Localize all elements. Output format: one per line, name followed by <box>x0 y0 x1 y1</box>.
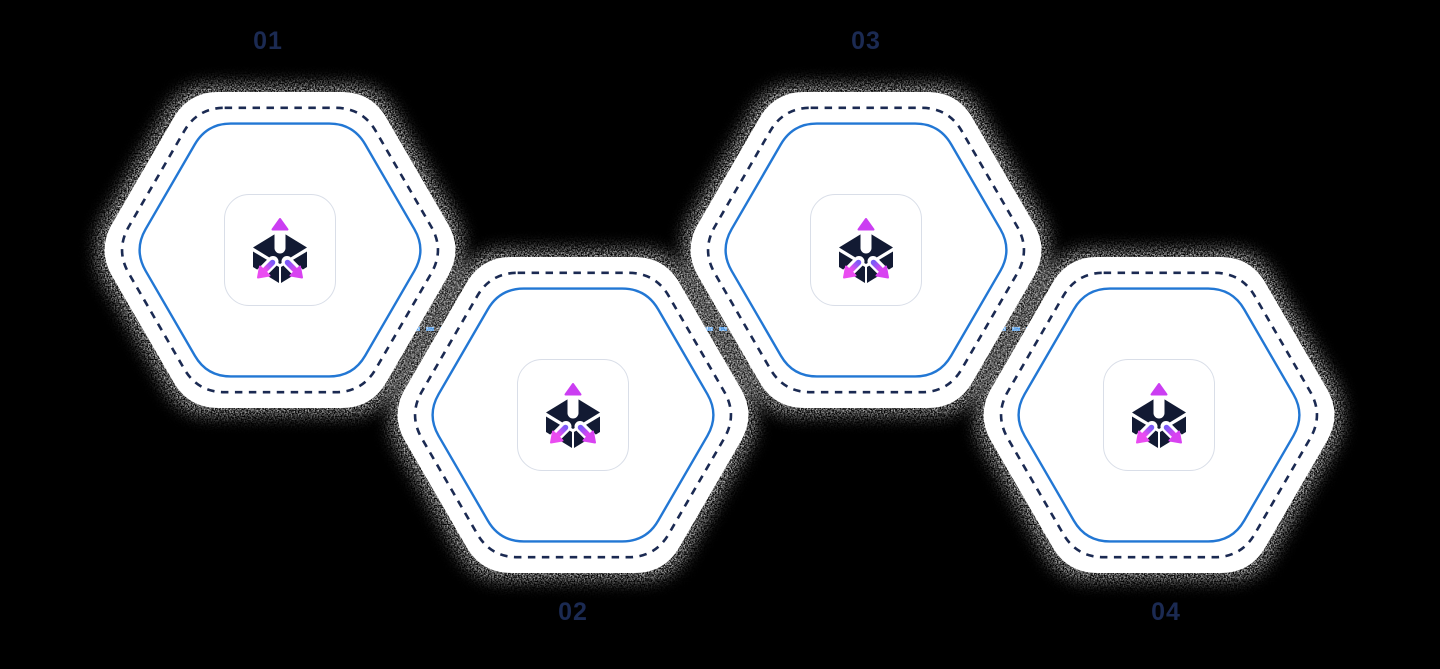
hex-step-02 <box>350 217 796 613</box>
3d-cube-arrows-icon <box>832 216 900 284</box>
3d-cube-arrows-icon <box>539 381 607 449</box>
3d-cube-arrows-icon <box>1125 381 1193 449</box>
connector-step1-step2 <box>412 327 442 331</box>
connector-step3-step4 <box>998 327 1028 331</box>
hex-step-04 <box>936 217 1382 613</box>
icon-tile <box>810 194 922 306</box>
hex-step-03 <box>643 52 1089 448</box>
icon-tile <box>224 194 336 306</box>
icon-tile <box>517 359 629 471</box>
step-label-01: 01 <box>253 27 283 55</box>
hex-step-01 <box>57 52 503 448</box>
connector-step2-step3 <box>705 327 735 331</box>
step-label-03: 03 <box>851 27 881 55</box>
step-label-04: 04 <box>1151 598 1181 626</box>
step-label-02: 02 <box>558 598 588 626</box>
icon-tile <box>1103 359 1215 471</box>
3d-cube-arrows-icon <box>246 216 314 284</box>
